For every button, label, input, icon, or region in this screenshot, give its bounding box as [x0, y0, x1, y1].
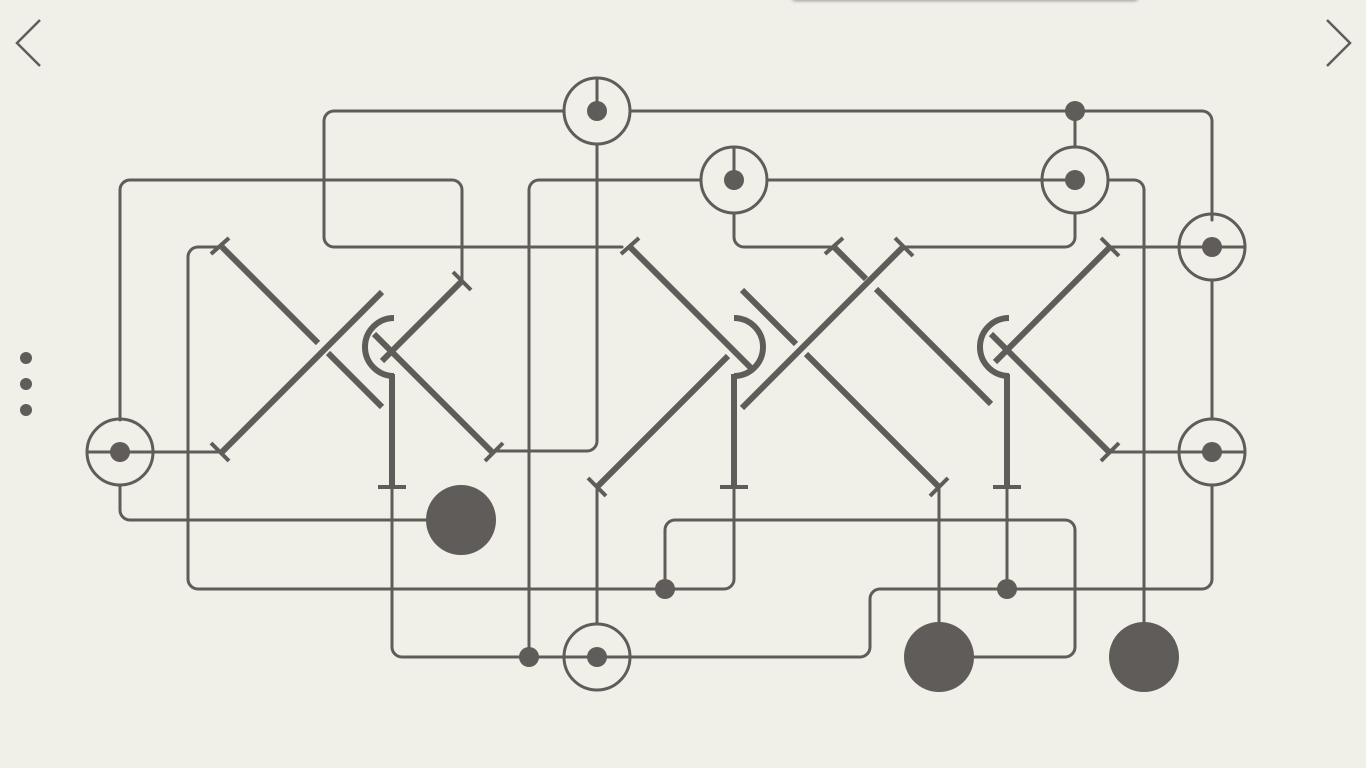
- wire-outer-left: [118, 178, 464, 422]
- wire-bottom-right: [628, 484, 1214, 659]
- logic-gate-c: [977, 236, 1121, 489]
- wire-mid-left: [527, 178, 702, 659]
- switch-node-top[interactable]: [562, 76, 632, 146]
- wire-bottom-loop: [186, 245, 736, 591]
- wire-lower-left: [118, 484, 432, 522]
- wire-top-rail: [628, 109, 1214, 222]
- next-level-button[interactable]: [1316, 12, 1360, 74]
- junctions: [519, 101, 1085, 667]
- logic-gate-a: [209, 236, 505, 489]
- junction-dot: [519, 647, 539, 667]
- previous-level-button[interactable]: [6, 12, 50, 74]
- wire-center-drop: [494, 143, 599, 453]
- vertical-dots-icon: [20, 352, 32, 416]
- logic-gate-cross: [739, 236, 994, 498]
- junction-dot: [655, 579, 675, 599]
- wire-gate-b: [732, 211, 834, 249]
- junction-dot: [997, 579, 1017, 599]
- switch-node-left[interactable]: [85, 417, 155, 487]
- switch-node-right-upper[interactable]: [1177, 212, 1247, 282]
- junction-dot: [1065, 101, 1085, 121]
- terminal-center[interactable]: [904, 622, 974, 692]
- menu-button[interactable]: [10, 344, 42, 422]
- switch-node-bottom[interactable]: [562, 622, 632, 692]
- switch-node-right-lower[interactable]: [1177, 417, 1247, 487]
- terminal-right[interactable]: [1109, 622, 1179, 692]
- chevron-left-icon: [15, 19, 41, 67]
- wire-inner-box: [663, 518, 1077, 659]
- wire-gate-c: [902, 211, 1077, 249]
- switch-node-mid-right[interactable]: [1040, 145, 1110, 215]
- switch-node-mid-left[interactable]: [699, 145, 769, 215]
- terminal-left[interactable]: [426, 485, 496, 555]
- wire-lower-center: [390, 485, 566, 659]
- wire-right-drop: [1107, 178, 1146, 642]
- chevron-right-icon: [1326, 19, 1352, 67]
- logic-gate-b: [586, 236, 766, 498]
- wires: [118, 109, 1214, 659]
